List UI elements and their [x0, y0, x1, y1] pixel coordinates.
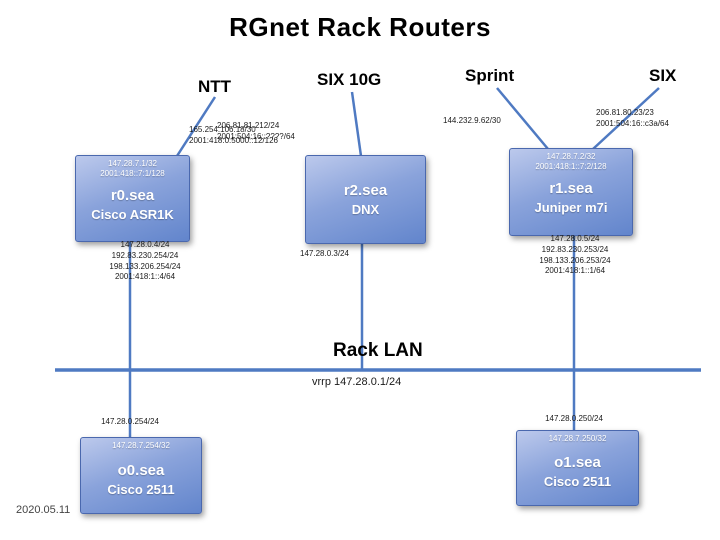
six10g-link-line [350, 91, 363, 157]
r0-name: r0.sea [110, 186, 155, 204]
uplink-label-six: SIX [649, 66, 677, 85]
r0-lan-addresses: 147.28.0.4/24 192.83.230.254/24 198.133.… [109, 240, 181, 282]
r2-lan-addresses: 147.28.0.3/24 [300, 249, 349, 258]
uplink-label-six10g: SIX 10G [317, 70, 382, 89]
console-box-o0: 147.28.7.254/32 o0.sea Cisco 2511 [80, 437, 202, 514]
router-box-r1: 147.28.7.2/32 2001:418:1::7:2/128 r1.sea… [509, 148, 633, 236]
date-label: 2020.05.11 [16, 504, 71, 516]
o1-lan-addresses: 147.28.0.250/24 [545, 414, 603, 423]
uplink-label-sprint: Sprint [465, 66, 515, 85]
uplink-label-ntt: NTT [198, 77, 232, 96]
vrrp-label: vrrp 147.28.0.1/24 [312, 376, 402, 388]
r1-lan-addresses: 147.28.0.5/24 192.83.230.253/24 198.133.… [539, 234, 611, 276]
r1-name: r1.sea [549, 180, 593, 198]
slide-title: RGnet Rack Routers [229, 12, 491, 42]
router-box-r0: 147.28.7.1/32 2001:418::7:1/128 r0.sea C… [75, 155, 190, 242]
rack-lan-label: Rack LAN [333, 340, 423, 361]
o1-name: o1.sea [554, 454, 601, 472]
r2-name: r2.sea [343, 181, 388, 199]
six-link-addresses: 206.81.80.23/23 2001:504:16::c3a/64 [596, 108, 669, 128]
o0-name: o0.sea [117, 461, 165, 479]
ntt-link-line [175, 96, 217, 157]
r2-model: DNX [351, 201, 380, 217]
o0-model: Cisco 2511 [107, 481, 175, 497]
r1-model: Juniper m7i [534, 200, 608, 216]
console-box-o1: 147.28.7.250/32 o1.sea Cisco 2511 [516, 430, 639, 506]
six10g-link-addresses: 206.81.81.212/24 2001:504:16::????/64 [217, 121, 295, 141]
router-box-r2: r2.sea DNX [305, 155, 426, 244]
r0-loopback-addresses: 147.28.7.1/32 2001:418::7:1/128 [100, 159, 165, 179]
r0-model: Cisco ASR1K [91, 206, 174, 222]
r1-loopback-addresses: 147.28.7.2/32 2001:418:1::7:2/128 [535, 152, 607, 172]
ntt-link-addresses: 165.254.106.18/30 2001:418:0:5000::12/12… [189, 125, 278, 145]
o0-lan-addresses: 147.28.0.254/24 [101, 417, 159, 426]
six-link-line [592, 87, 660, 150]
sprint-link-line [496, 87, 549, 150]
sprint-link-addresses: 144.232.9.62/30 [443, 116, 501, 125]
o1-loopback-addresses: 147.28.7.250/32 [548, 434, 607, 443]
o1-model: Cisco 2511 [543, 474, 612, 490]
o0-loopback-addresses: 147.28.7.254/32 [112, 441, 170, 450]
